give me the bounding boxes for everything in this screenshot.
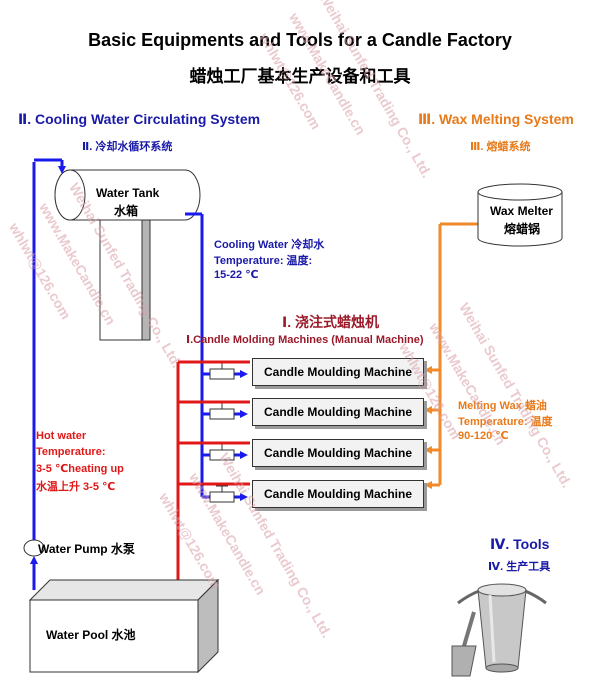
hot-water-heating-up-label: 3-5 ℃heating up	[36, 463, 124, 475]
water-pool	[28, 578, 220, 674]
wax-melter-label-chinese: 熔蜡锅	[504, 222, 541, 236]
wax-system-heading: Ⅲ. Wax Melting System	[418, 111, 574, 127]
water-pool-label: Water Pool 水池	[46, 628, 136, 642]
candle-moulding-machine-1: Candle Moulding Machine	[252, 358, 424, 386]
hot-water-label: Hot water	[36, 430, 87, 442]
molding-heading: Ⅰ.Candle Molding Machines (Manual Machin…	[186, 334, 424, 346]
candle-moulding-machine-4: Candle Moulding Machine	[252, 480, 424, 508]
cooling-water-temperature-value: 15-22 ℃	[214, 269, 259, 281]
tools-heading-chinese: Ⅳ. 生产工具	[488, 561, 551, 573]
bucket-icon	[457, 583, 547, 673]
molding-heading-chinese: Ⅰ. 浇注式蜡烛机	[282, 314, 379, 330]
page-title-chinese: 蜡烛工厂基本生产设备和工具	[189, 67, 411, 87]
water-pump-icon	[23, 539, 45, 557]
cooling-system-heading: Ⅱ. Cooling Water Circulating System	[18, 111, 261, 127]
wax-melter-label: Wax Melter	[490, 204, 553, 218]
page-title: Basic Equipments and Tools for a Candle …	[88, 30, 512, 50]
candle-moulding-machine-3: Candle Moulding Machine	[252, 439, 424, 467]
cooling-system-heading-chinese: Ⅱ. 冷却水循环系统	[82, 141, 173, 153]
hot-water-heating-up-label-chinese: 水温上升 3-5 ℃	[36, 481, 116, 493]
melting-wax-label: Melting Wax 蜡油	[458, 400, 547, 412]
water-pump-label: Water Pump 水泵	[38, 542, 135, 556]
cooling-return-pipe	[30, 158, 66, 590]
water-tank-stand	[99, 209, 151, 341]
melting-wax-temperature-value: 90-120 ℃	[458, 430, 509, 442]
cooling-water-label: Cooling Water 冷却水	[214, 239, 325, 251]
water-tank	[54, 169, 201, 221]
hot-water-return-pipe	[174, 360, 250, 614]
candle-moulding-machine-2: Candle Moulding Machine	[252, 398, 424, 426]
tools-heading: Ⅳ. Tools	[490, 536, 550, 552]
valve-icons	[209, 362, 235, 503]
cooling-water-temperature-label: Temperature: 温度:	[214, 255, 313, 267]
wax-pipe	[424, 222, 480, 489]
wax-melter	[477, 183, 563, 247]
wax-system-heading-chinese: Ⅲ. 熔蜡系统	[470, 141, 531, 153]
water-tank-label-chinese: 水箱	[114, 204, 139, 218]
shovel-icon	[451, 611, 477, 677]
water-tank-label: Water Tank	[96, 186, 160, 200]
melting-wax-temperature-label: Temperature: 温度	[458, 416, 553, 428]
hot-water-temperature-label: Temperature:	[36, 446, 106, 458]
